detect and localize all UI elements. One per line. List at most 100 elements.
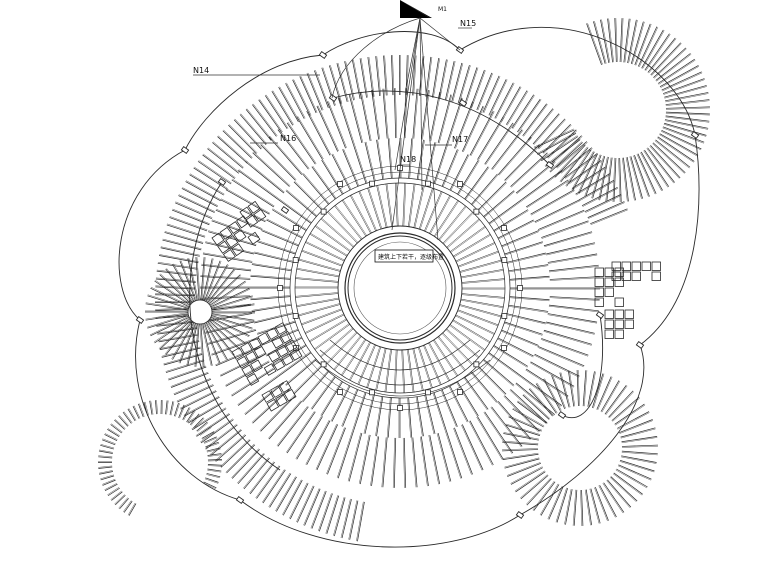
radial-plank <box>429 342 450 381</box>
radial-plank-edge <box>572 489 576 526</box>
radial-plank <box>665 115 710 122</box>
radial-plank <box>616 468 648 488</box>
radial-plank <box>256 465 281 499</box>
radial-plank <box>620 460 655 472</box>
radial-plank <box>664 119 709 129</box>
inner-boundary-arc-3 <box>561 314 604 418</box>
radial-plank-edge <box>296 267 340 277</box>
radial-plank-edge <box>606 480 631 508</box>
radial-plank <box>640 151 663 191</box>
radial-plank-edge <box>547 314 597 324</box>
radial-plank <box>301 250 343 267</box>
radial-plank <box>543 329 592 345</box>
paving-cell <box>594 287 604 297</box>
radial-plank <box>659 133 699 156</box>
radial-plank <box>454 427 473 475</box>
radial-plank <box>122 412 132 424</box>
radial-plank <box>199 426 212 435</box>
boundary-post <box>217 178 227 186</box>
radial-plank <box>297 485 315 523</box>
ring-post-marker <box>501 313 508 319</box>
radial-plank <box>207 268 235 303</box>
radial-plank <box>185 181 221 202</box>
radial-plank-edge <box>665 93 709 103</box>
paving-cell <box>651 261 661 271</box>
boundary-arc-west <box>118 149 186 321</box>
radial-plank-edge <box>442 149 459 187</box>
radial-plank-edge <box>612 157 616 202</box>
radial-plank-edge <box>449 325 485 351</box>
radial-plank-edge <box>617 465 652 481</box>
radial-plank-edge <box>648 38 677 74</box>
radial-plank-edge <box>546 243 596 256</box>
paving-cell <box>250 359 263 373</box>
radial-plank <box>184 396 220 417</box>
radial-plank <box>545 139 581 167</box>
radial-plank <box>644 149 670 187</box>
radial-plank <box>237 375 279 406</box>
radial-plank <box>158 334 199 343</box>
paving-cell <box>624 309 634 319</box>
paving-cell <box>631 261 641 271</box>
radial-plank-edge <box>271 344 306 366</box>
radial-plank <box>446 328 480 358</box>
radial-plank-edge <box>460 260 502 273</box>
radial-plank <box>269 473 292 508</box>
radial-plank-edge <box>502 440 539 444</box>
radial-plank <box>237 453 265 485</box>
radial-plank-edge <box>201 323 212 366</box>
radial-plank-edge <box>354 144 368 184</box>
radial-plank-edge <box>512 407 545 427</box>
radial-plank <box>177 385 214 403</box>
radial-plank-edge <box>243 457 269 489</box>
paving-cell <box>222 248 236 262</box>
radial-plank-edge <box>200 418 233 443</box>
radial-plank <box>653 47 687 78</box>
radial-plank-edge <box>461 424 483 471</box>
radial-plank-edge <box>208 269 236 304</box>
radial-plank <box>657 136 695 162</box>
paving-cell <box>641 261 651 271</box>
radial-plank-edge <box>307 110 332 155</box>
radial-plank-edge <box>472 174 499 206</box>
paving-grid-blocks <box>211 200 661 412</box>
radial-plank-edge <box>477 73 493 111</box>
radial-plank <box>596 376 612 410</box>
radial-plank <box>154 318 191 344</box>
boundary-post <box>328 94 338 102</box>
radial-plank-edge <box>612 397 640 422</box>
paving-cell <box>217 240 231 254</box>
radial-plank <box>483 359 515 386</box>
radial-plank <box>182 407 190 420</box>
radial-plank-edge <box>434 145 448 184</box>
radial-plank <box>501 230 539 247</box>
boundary-post <box>595 311 605 319</box>
radial-plank <box>508 304 549 312</box>
radial-plank-edge <box>250 274 291 279</box>
ring-post-marker <box>473 208 480 215</box>
central-lower-arc <box>329 339 471 371</box>
radial-plank-edge <box>646 148 674 184</box>
radial-plank <box>525 179 569 208</box>
radial-plank-edge <box>336 430 353 478</box>
radial-plank <box>571 166 606 189</box>
radial-plank-edge <box>407 397 411 438</box>
radial-plank <box>180 391 217 410</box>
radial-plank-edge <box>422 90 430 140</box>
radial-plank-edge <box>257 240 296 254</box>
radial-plank <box>178 195 215 213</box>
radial-plank-edge <box>253 312 293 323</box>
radial-plank-edge <box>229 124 258 154</box>
paving-cell <box>611 271 621 281</box>
radial-plank <box>231 368 275 397</box>
radial-plank-edge <box>104 483 118 490</box>
radial-plank-edge <box>458 160 480 195</box>
radial-plank <box>505 90 528 125</box>
radial-plank <box>321 159 343 195</box>
radial-plank <box>592 373 604 408</box>
radial-plank-edge <box>347 432 361 482</box>
radial-plank-edge <box>349 341 370 381</box>
radial-plank <box>522 394 550 420</box>
radial-plank-edge <box>212 304 255 312</box>
radial-plank-edge <box>420 188 434 230</box>
